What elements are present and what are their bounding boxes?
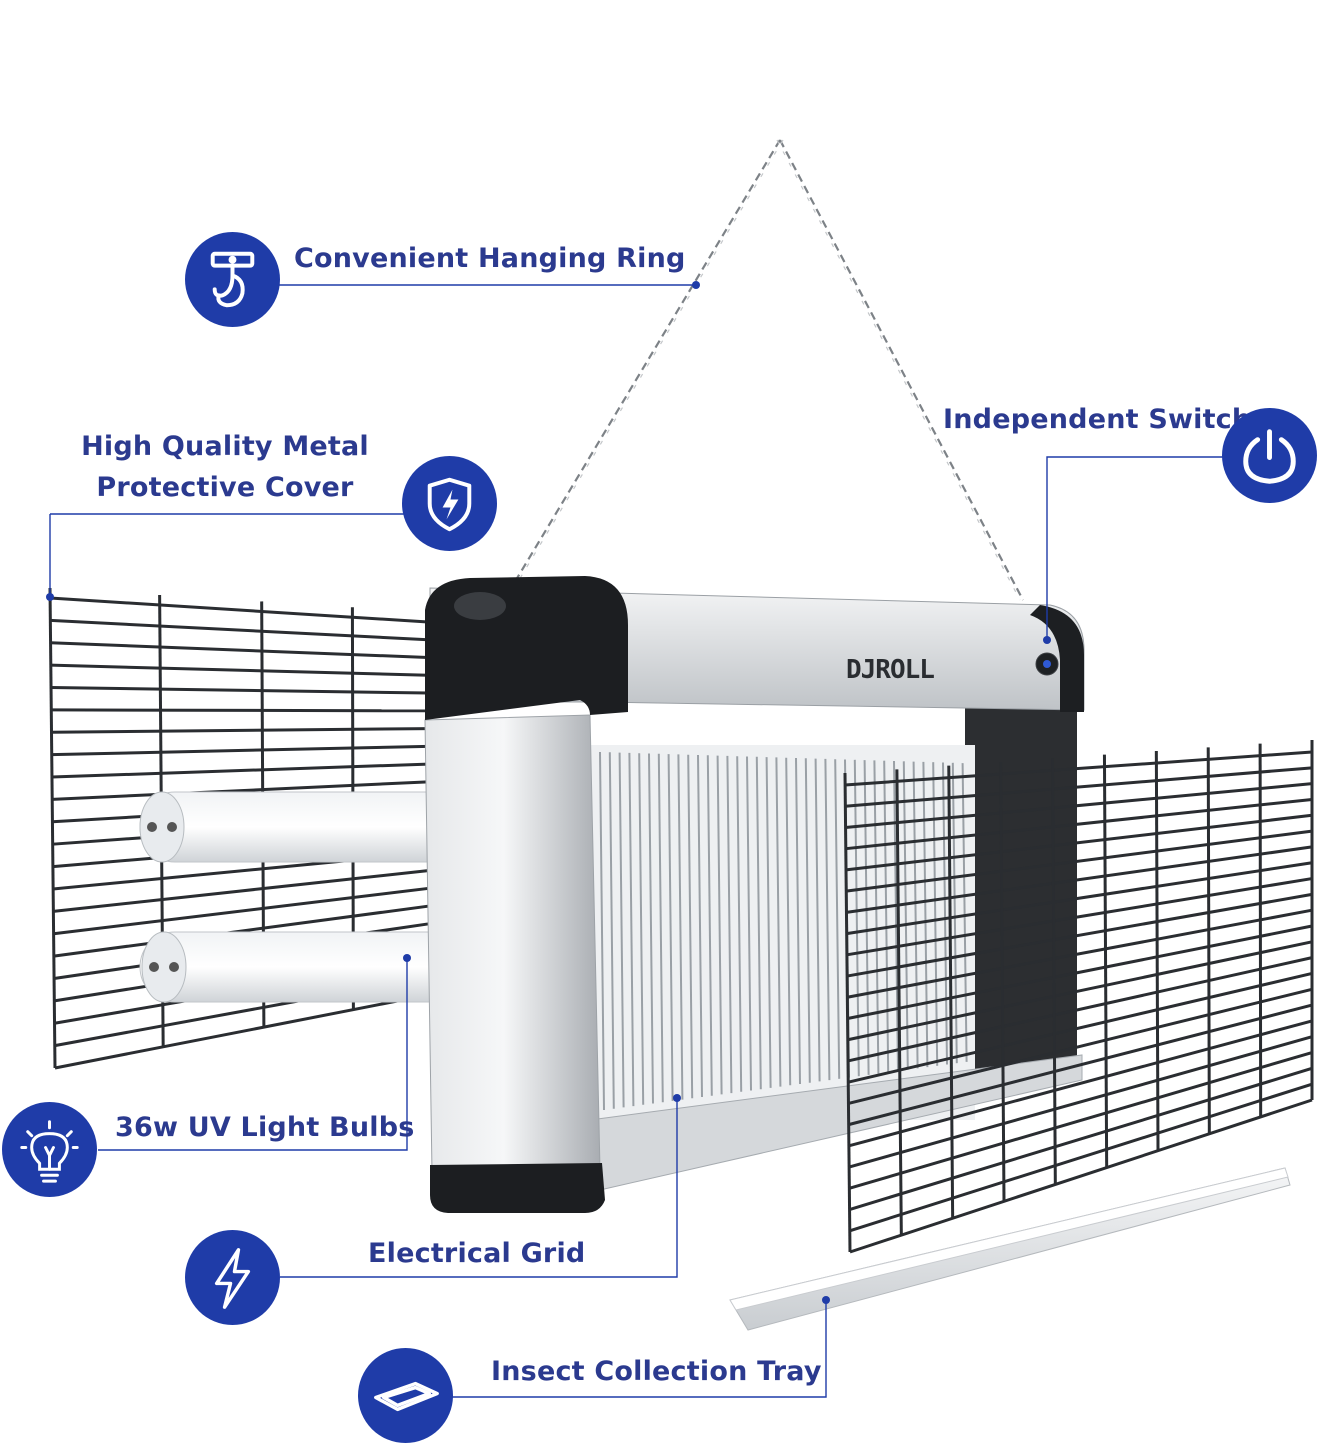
insect-collection-tray-shape: [729, 1167, 1291, 1331]
tray-icon: [374, 1381, 439, 1412]
metal-cover-badge: [402, 456, 497, 551]
hook-icon: [210, 251, 255, 308]
shield-bolt-icon: [427, 477, 472, 532]
right-protective-grid: [843, 740, 1314, 1254]
collection-tray-badge: [358, 1348, 453, 1443]
electrical-grid-label: Electrical Grid: [368, 1238, 586, 1269]
switch-badge: [1222, 408, 1317, 503]
hanging-chain: [512, 139, 1024, 601]
hanging-ring-label: Convenient Hanging Ring: [294, 243, 686, 274]
leader-lines: [49, 284, 1225, 1398]
electrical-grid-badge: [185, 1230, 280, 1325]
zapper-body: [424, 576, 1085, 1213]
uv-bulbs-label: 36w UV Light Bulbs: [115, 1112, 415, 1143]
metal-cover-label-line1: High Quality Metal: [81, 431, 369, 462]
inner-electrical-grid: [599, 751, 968, 1111]
lightning-bolt-icon: [214, 1248, 251, 1309]
light-bulb-icon: [20, 1120, 79, 1183]
uv-bulbs-badge: [2, 1102, 97, 1197]
collection-tray-label: Insect Collection Tray: [491, 1356, 822, 1387]
switch-label: Independent Switch: [943, 404, 1252, 435]
metal-cover-label-line2: Protective Cover: [96, 472, 354, 503]
metal-cover-label: High Quality Metal Protective Cover: [80, 426, 370, 508]
leader-dots: [46, 281, 1051, 1304]
power-icon: [1243, 429, 1296, 484]
hanging-ring-badge: [185, 232, 280, 327]
brand-logo: DJROLL: [846, 655, 935, 685]
